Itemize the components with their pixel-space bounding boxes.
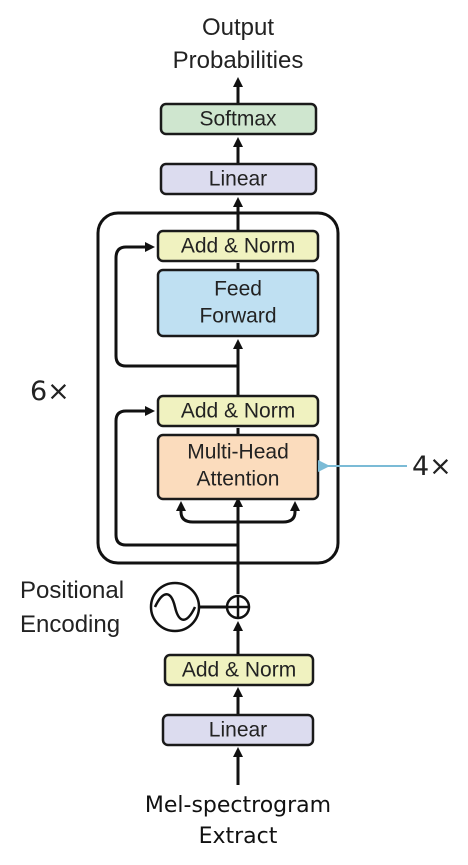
- residual-ff: [114, 242, 238, 368]
- sine-wave-curve: [153, 593, 197, 621]
- attention-repeat-label: 4×: [412, 451, 452, 482]
- softmax-label: Softmax: [199, 108, 277, 131]
- residual-attention: [114, 406, 238, 547]
- output-label-line-2: Probabilities: [173, 47, 304, 74]
- linear-bottom-block: [161, 713, 315, 747]
- feed-forward-block: [156, 268, 320, 338]
- attention-split-right: [238, 501, 300, 524]
- linear-top-label: Linear: [209, 168, 267, 191]
- positional-label-line-1: Positional: [20, 577, 124, 604]
- multi-head-label-line-2: Attention: [197, 468, 280, 491]
- add-norm-bottom-block: [163, 653, 315, 687]
- encoder-stack-container: [96, 211, 340, 565]
- add-norm-bottom-label: Add & Norm: [182, 659, 296, 682]
- feed-forward-label-line-2: Forward: [199, 305, 276, 328]
- add-norm-attention-block: [156, 394, 320, 428]
- feed-forward-label-line-1: Feed: [214, 278, 262, 301]
- input-label-line-2: Extract: [199, 824, 278, 849]
- softmax-block: [159, 102, 318, 136]
- linear-top-block: [159, 162, 318, 196]
- multi-head-label-line-1: Multi-Head: [187, 441, 289, 464]
- add-norm-attention-label: Add & Norm: [181, 400, 295, 423]
- linear-bottom-label: Linear: [209, 719, 267, 742]
- add-norm-ff-label: Add & Norm: [181, 235, 295, 258]
- add-norm-ff-block: [156, 229, 320, 263]
- positional-label-line-2: Encoding: [20, 611, 120, 638]
- attention-split-left: [176, 501, 238, 524]
- input-label-line-1: Mel-spectrogram: [145, 793, 331, 818]
- output-label-line-1: Output: [202, 14, 274, 41]
- outer-repeat-label: 6×: [30, 376, 70, 407]
